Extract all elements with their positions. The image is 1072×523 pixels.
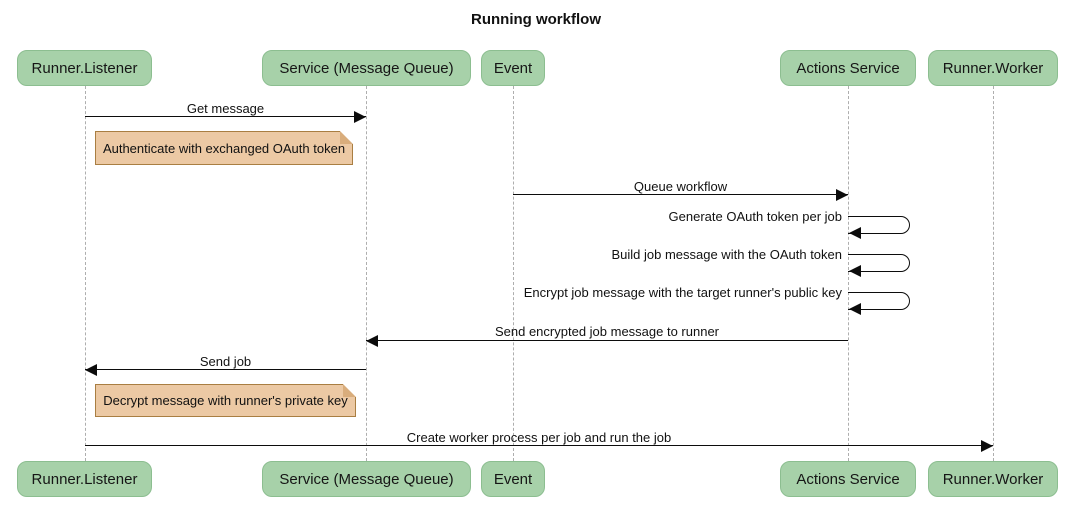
message-label-send-job: Send job: [199, 354, 252, 369]
message-label-send-encrypted-job: Send encrypted job message to runner: [494, 324, 720, 339]
arrowhead-right-icon: [836, 189, 848, 201]
message-line-queue-workflow: [513, 194, 848, 195]
message-line-send-encrypted-job: [366, 340, 848, 341]
self-loop-encrypt-job-message: [848, 292, 910, 310]
self-loop-generate-oauth-token: [848, 216, 910, 234]
actor-runner-worker-bottom: Runner.Worker: [928, 461, 1058, 497]
arrowhead-right-icon: [981, 440, 993, 452]
actor-actions-service-bottom: Actions Service: [780, 461, 916, 497]
message-line-create-worker-process: [85, 445, 993, 446]
diagram-title: Running workflow: [471, 11, 601, 28]
message-label-build-job-message: Build job message with the OAuth token: [611, 247, 842, 262]
arrowhead-left-icon: [849, 265, 861, 277]
lifeline-event: [513, 86, 514, 461]
arrowhead-right-icon: [354, 111, 366, 123]
lifeline-runner-worker: [993, 86, 994, 461]
actor-event-top: Event: [481, 50, 545, 86]
arrowhead-left-icon: [85, 364, 97, 376]
message-label-queue-workflow: Queue workflow: [633, 179, 728, 194]
lifeline-runner-listener: [85, 86, 86, 461]
actor-runner-worker-top: Runner.Worker: [928, 50, 1058, 86]
note-decrypt-private-key: Decrypt message with runner's private ke…: [95, 384, 356, 417]
actor-runner-listener-bottom: Runner.Listener: [17, 461, 152, 497]
message-label-create-worker-process: Create worker process per job and run th…: [406, 430, 672, 445]
message-line-send-job: [85, 369, 366, 370]
self-loop-build-job-message: [848, 254, 910, 272]
arrowhead-left-icon: [366, 335, 378, 347]
actor-event-bottom: Event: [481, 461, 545, 497]
lifeline-service-message-queue: [366, 86, 367, 461]
message-label-get-message: Get message: [186, 101, 265, 116]
message-line-get-message: [85, 116, 366, 117]
message-label-generate-oauth-token: Generate OAuth token per job: [668, 209, 842, 224]
note-authenticate-oauth: Authenticate with exchanged OAuth token: [95, 131, 353, 165]
arrowhead-left-icon: [849, 227, 861, 239]
arrowhead-left-icon: [849, 303, 861, 315]
actor-runner-listener-top: Runner.Listener: [17, 50, 152, 86]
actor-service-message-queue-top: Service (Message Queue): [262, 50, 471, 86]
actor-service-message-queue-bottom: Service (Message Queue): [262, 461, 471, 497]
lifeline-actions-service: [848, 86, 849, 461]
actor-actions-service-top: Actions Service: [780, 50, 916, 86]
message-label-encrypt-job-message: Encrypt job message with the target runn…: [523, 285, 842, 300]
